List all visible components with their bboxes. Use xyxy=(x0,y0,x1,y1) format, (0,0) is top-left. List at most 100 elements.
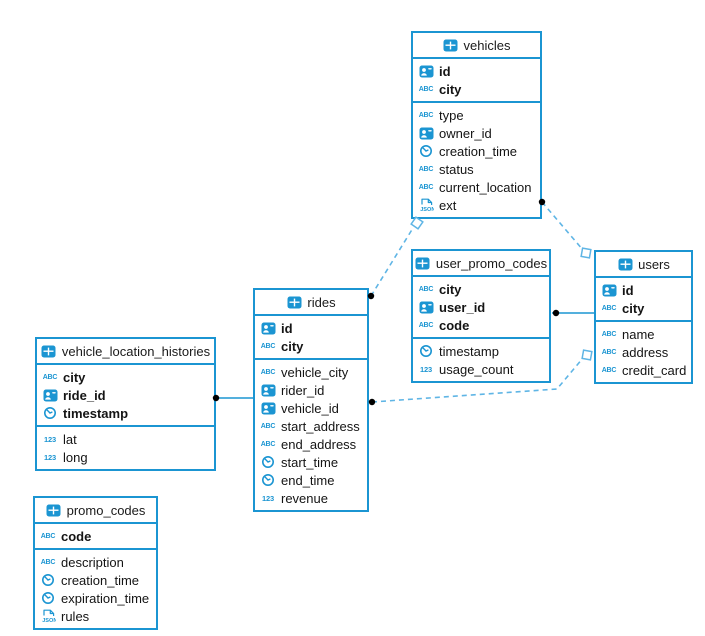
column-name: user_id xyxy=(439,299,486,315)
abc-text-type-icon: ABC xyxy=(418,321,434,329)
column-name: code xyxy=(439,317,470,333)
id-badge-icon xyxy=(418,300,434,314)
column-name: rider_id xyxy=(281,382,325,398)
123-numeric-type-icon: 123 xyxy=(44,434,56,444)
table-header[interactable]: user_promo_codes xyxy=(413,251,549,277)
relationship-line-rides-to-vehicles[interactable] xyxy=(370,227,414,297)
table-icon xyxy=(46,503,62,517)
relationship-square-endpoint xyxy=(580,247,592,259)
column-row-name: ABC name xyxy=(596,325,691,343)
svg-text:JSON: JSON xyxy=(42,618,56,623)
abc-text-type-icon: ABC xyxy=(42,373,58,381)
table-header[interactable]: rides xyxy=(255,290,367,316)
column-row-timestamp: timestamp xyxy=(37,404,214,422)
clock-time-type-icon xyxy=(40,591,56,605)
id-badge-icon xyxy=(601,283,617,297)
column-row-creation_time: creation_time xyxy=(413,142,540,160)
column-name: vehicle_id xyxy=(281,400,339,416)
abc-text-type-icon: ABC xyxy=(418,165,434,173)
table-icon xyxy=(41,344,57,358)
clock-time-type-icon xyxy=(260,473,276,487)
column-row-current_location: ABC current_location xyxy=(413,178,540,196)
table-header[interactable]: users xyxy=(596,252,691,278)
column-row-user_id: user_id xyxy=(413,298,549,316)
clock-time-type-icon xyxy=(40,573,56,587)
column-name: rules xyxy=(61,608,90,624)
id-badge-icon xyxy=(42,388,58,402)
abc-text-type-icon: ABC xyxy=(418,111,434,119)
column-name: city xyxy=(439,81,462,97)
abc-text-type-icon: ABC xyxy=(418,285,434,293)
column-row-owner_id: owner_id xyxy=(413,124,540,142)
id-badge-icon xyxy=(418,64,434,78)
column-name: creation_time xyxy=(439,143,518,159)
relationship-line-vehicles-to-users[interactable] xyxy=(541,201,584,251)
table-name: vehicles xyxy=(463,37,511,53)
abc-text-type-icon: ABC xyxy=(260,342,276,350)
column-name: current_location xyxy=(439,179,532,195)
id-badge-icon xyxy=(260,321,276,335)
clock-time-type-icon xyxy=(418,344,434,358)
column-row-expiration_time: expiration_time xyxy=(35,589,156,607)
clock-time-type-icon xyxy=(418,144,434,158)
123-numeric-type-icon: 123 xyxy=(44,452,56,462)
column-row-rules: JSON rules xyxy=(35,607,156,625)
column-row-end_time: end_time xyxy=(255,471,367,489)
column-name: revenue xyxy=(281,490,328,506)
table-name: rides xyxy=(307,294,336,310)
table-header[interactable]: promo_codes xyxy=(35,498,156,524)
relationship-square-endpoint xyxy=(581,349,593,361)
column-name: end_address xyxy=(281,436,357,452)
id-badge-icon xyxy=(260,383,276,397)
123-numeric-type-icon: 123 xyxy=(420,364,432,374)
abc-text-type-icon: ABC xyxy=(418,183,434,191)
column-name: timestamp xyxy=(63,405,129,421)
table-header[interactable]: vehicle_location_histories xyxy=(37,339,214,365)
table-icon xyxy=(617,257,633,271)
column-name: start_time xyxy=(281,454,339,470)
column-name: id xyxy=(622,282,634,298)
abc-text-type-icon: ABC xyxy=(601,330,617,338)
table-name: user_promo_codes xyxy=(435,255,548,271)
column-name: id xyxy=(439,63,451,79)
column-name: creation_time xyxy=(61,572,140,588)
column-name: address xyxy=(622,344,669,360)
table-header[interactable]: vehicles xyxy=(413,33,540,59)
abc-text-type-icon: ABC xyxy=(260,368,276,376)
clock-time-type-icon xyxy=(42,406,58,420)
column-name: city xyxy=(281,338,304,354)
column-name: name xyxy=(622,326,655,342)
column-row-ride_id: ride_id xyxy=(37,386,214,404)
column-row-city: ABC city xyxy=(255,337,367,355)
column-name: lat xyxy=(63,431,77,447)
abc-text-type-icon: ABC xyxy=(601,348,617,356)
column-name: vehicle_city xyxy=(281,364,349,380)
table-name: users xyxy=(638,256,670,272)
column-row-lat: 123 lat xyxy=(37,430,214,448)
column-row-vehicle_id: vehicle_id xyxy=(255,399,367,417)
clock-time-type-icon xyxy=(260,455,276,469)
abc-text-type-icon: ABC xyxy=(260,440,276,448)
column-name: city xyxy=(622,300,645,316)
